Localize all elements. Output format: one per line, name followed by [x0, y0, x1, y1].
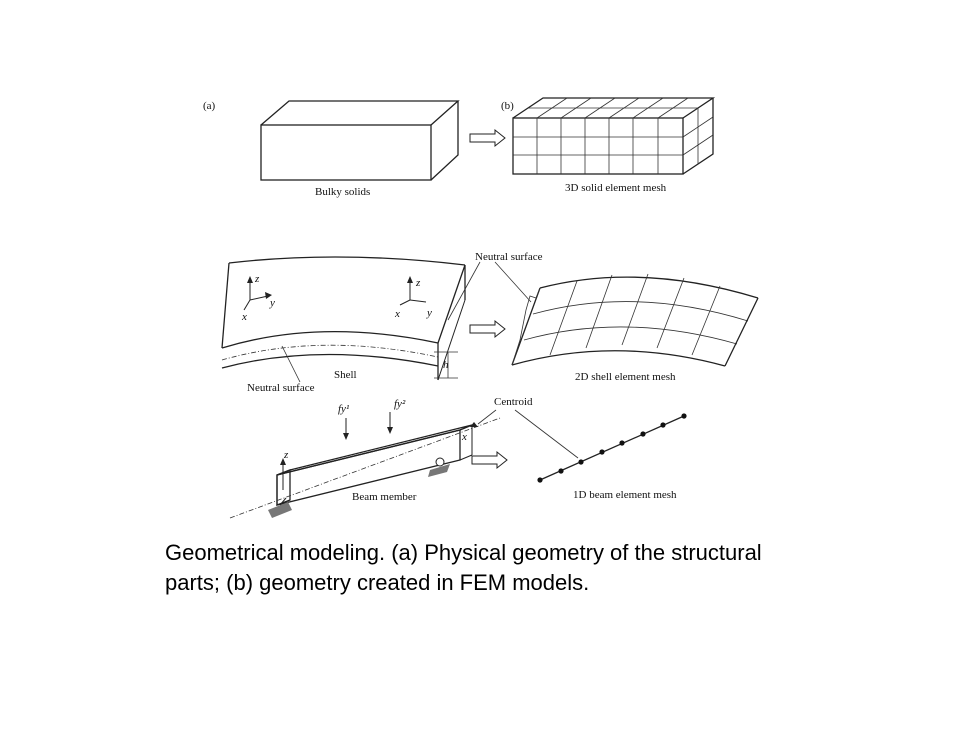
h-label: h [443, 359, 449, 371]
arrow-row3 [471, 450, 508, 470]
arrow-row2 [469, 319, 506, 339]
neutral-surface-bottom-label: Neutral surface [247, 382, 315, 394]
beam-member-label: Beam member [352, 491, 417, 503]
bulky-solids-label: Bulky solids [315, 186, 370, 198]
fem-geometry-figure: (a) Bulky solids (b) 3D solid elem [203, 97, 759, 519]
panel-a-label: (a) [203, 100, 216, 112]
axis-x-left: x [241, 311, 247, 323]
neutral-surface-top-label: Neutral surface [475, 251, 543, 263]
beam-mesh-label: 1D beam element mesh [573, 489, 677, 501]
shell-mesh-2d [511, 273, 759, 367]
centroid-leader-2 [514, 409, 579, 459]
shell-body [221, 256, 466, 381]
solid-mesh-3d [512, 97, 716, 175]
beam-member [229, 417, 501, 519]
shell-label: Shell [334, 369, 357, 381]
figure-caption: Geometrical modeling. (a) Physical geome… [165, 538, 865, 598]
centroid-label: Centroid [494, 396, 533, 408]
axis-y-left: y [269, 297, 275, 309]
fy1-label: fy¹ [338, 403, 349, 415]
neutral-leader-2 [494, 261, 532, 303]
centroid-leader-1 [477, 409, 497, 425]
beam-mesh-1d [537, 413, 687, 483]
axis-x-right: x [394, 308, 400, 320]
neutral-leader-3 [281, 345, 301, 383]
force-arrows [343, 412, 393, 440]
arrow-row1 [469, 128, 506, 148]
panel-b-label: (b) [501, 100, 514, 112]
solid-mesh-label: 3D solid element mesh [565, 182, 667, 194]
shell-mesh-label: 2D shell element mesh [575, 371, 676, 383]
beam-axis-z: z [283, 449, 289, 461]
beam-axis-x: x [461, 431, 467, 443]
neutral-leader-1 [447, 261, 481, 321]
axes-glyph-right [399, 276, 427, 306]
caption-line-1: Geometrical modeling. (a) Physical geome… [165, 540, 762, 565]
axis-y-right: y [426, 307, 432, 319]
axis-z-right: z [415, 277, 421, 289]
caption-line-2: parts; (b) geometry created in FEM model… [165, 570, 590, 595]
bulky-solid-box [260, 100, 460, 181]
axis-z-left: z [254, 273, 260, 285]
axes-glyph-left [243, 276, 272, 311]
fy2-label: fy² [394, 398, 406, 410]
